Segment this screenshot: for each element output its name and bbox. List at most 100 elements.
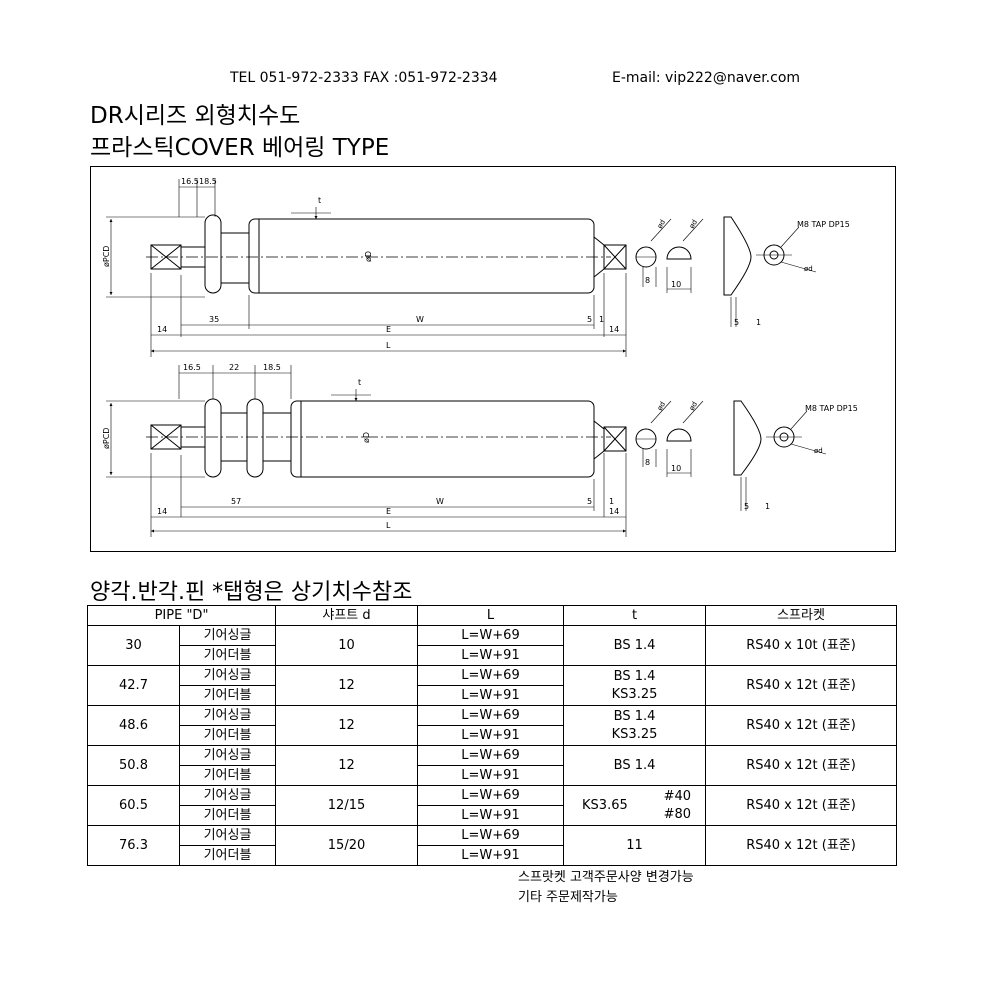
length-cell: L=W+69: [417, 825, 565, 846]
contact-email: E-mail: vip222@naver.com: [612, 70, 801, 86]
pipe-cell: 30: [87, 625, 180, 666]
gear-type-cell: 기어싱글: [178, 705, 277, 726]
col-header-pipe: PIPE "D": [86, 605, 277, 626]
page-subtitle: 프라스틱COVER 베어링 TYPE: [90, 135, 390, 161]
sprocket-cell: RS40 x 12t (표준): [705, 665, 898, 706]
thickness-cell: BS 1.4: [563, 745, 707, 786]
table-row: 50.8 기어싱글 12 L=W+69 BS 1.4 RS40 x 12t (표…: [87, 745, 898, 786]
dim-5-b: 5: [587, 497, 592, 506]
thickness-grade: #80: [663, 806, 692, 822]
length-cell: L=W+91: [417, 685, 565, 706]
cap-dim-5-b: 5: [744, 502, 749, 511]
shaft-cell: 12: [275, 745, 419, 786]
sprocket-cell: RS40 x 12t (표준): [705, 825, 898, 866]
dim-e-b: E: [386, 507, 391, 516]
shaft-dia-label-1: ød: [656, 218, 667, 230]
length-cell: L=W+69: [417, 745, 565, 766]
gear-type-cell: 기어싱글: [178, 625, 277, 646]
thickness-cell: BS 1.4: [563, 625, 707, 666]
page-title: DR시리즈 외형치수도: [90, 103, 301, 129]
col-header-shaft: 샤프트 d: [275, 605, 419, 626]
dim-5: 5: [587, 315, 592, 324]
thickness-grade: #40: [663, 788, 692, 804]
thickness-value: BS 1.4: [613, 708, 656, 724]
gear-type-cell: 기어더블: [178, 685, 277, 706]
dim-10-b: 10: [671, 464, 681, 473]
sprocket-cell: RS40 x 12t (표준): [705, 705, 898, 746]
thickness-value: BS 1.4: [613, 757, 656, 773]
pipe-cell: 60.5: [87, 785, 180, 826]
cap-dim-5: 5: [734, 318, 739, 327]
table-header-row: PIPE "D" 샤프트 d L t 스프라켓: [86, 605, 898, 626]
dim-18-5-b: 18.5: [263, 363, 281, 372]
length-cell: L=W+69: [417, 665, 565, 686]
note-custom-order: 기타 주문제작가능: [518, 890, 618, 905]
dim-l-b: L: [386, 521, 391, 530]
table-row: 60.5 기어싱글 12/15 L=W+69 KS3.65 #40#80 RS4…: [87, 785, 898, 826]
sprocket-cell: RS40 x 10t (표준): [705, 625, 898, 666]
table-row: 기어더블 L=W+91: [88, 805, 897, 826]
sprocket-cell: RS40 x 12t (표준): [705, 785, 898, 826]
gear-type-cell: 기어더블: [178, 765, 277, 786]
shaft-cell: 12: [275, 665, 419, 706]
table-row: 기어더블 L=W+91: [88, 645, 897, 666]
cap-dia-label-b: ød: [814, 447, 823, 455]
length-cell: L=W+69: [417, 785, 565, 806]
cap-dim-1-b: 1: [765, 502, 770, 511]
dim-1: 1: [599, 315, 604, 324]
cap-dim-1: 1: [756, 318, 761, 327]
pipe-cell: 76.3: [87, 825, 180, 866]
contact-phone-fax: TEL 051-972-2333 FAX :051-972-2334: [230, 70, 498, 86]
dimension-drawing: øPCD øD t 16.5 18.5 35 W 5 1 14 E 14 L: [90, 166, 896, 552]
length-cell: L=W+91: [417, 725, 565, 746]
length-cell: L=W+91: [417, 765, 565, 786]
dim-e: E: [386, 325, 391, 334]
thickness-value: KS3.65: [582, 797, 628, 813]
shaft-cell: 12/15: [275, 785, 419, 826]
dim-l: L: [386, 341, 391, 350]
pipe-diameter-label: øD: [364, 251, 373, 262]
thickness-label-2: t: [358, 378, 361, 387]
dim-w: W: [416, 315, 424, 324]
gear-type-cell: 기어더블: [178, 845, 277, 866]
dim-10: 10: [671, 280, 681, 289]
pipe-cell: 42.7: [87, 665, 180, 706]
thickness-value: KS3.25: [611, 686, 658, 702]
gear-type-cell: 기어싱글: [178, 825, 277, 846]
single-gear-view: øPCD øD t 16.5 18.5 35 W 5 1 14 E 14 L: [102, 177, 850, 357]
shaft-dia-label-4: ød: [688, 400, 699, 412]
shaft-cell: 10: [275, 625, 419, 666]
dim-w-b: W: [436, 497, 444, 506]
col-header-thickness: t: [563, 605, 707, 626]
pcd-label: øPCD: [102, 246, 111, 267]
thickness-value: 11: [626, 837, 643, 853]
gear-type-cell: 기어더블: [178, 805, 277, 826]
table-row: 76.3 기어싱글 15/20 L=W+69 11 RS40 x 12t (표준…: [87, 825, 898, 866]
shaft-dia-label-2: ød: [688, 218, 699, 230]
spec-table-title: 양각.반각.핀 *탭형은 상기치수참조: [90, 580, 413, 605]
tap-label-b: M8 TAP DP15: [805, 404, 858, 413]
table-row: 기어더블 L=W+91: [88, 725, 897, 746]
dim-35: 35: [209, 315, 219, 324]
dim-16-5: 16.5: [181, 177, 199, 186]
note-sprocket-custom: 스프랏켓 고객주문사양 변경가능: [518, 870, 694, 885]
dim-14-left-b: 14: [157, 507, 167, 516]
spec-table: PIPE "D" 샤프트 d L t 스프라켓 30 기어싱글 10 L=W+6…: [86, 605, 898, 866]
gear-type-cell: 기어싱글: [178, 665, 277, 686]
dim-8-b: 8: [645, 458, 650, 467]
shaft-dia-label-3: ød: [656, 400, 667, 412]
table-row: 기어더블 L=W+91: [88, 685, 897, 706]
dim-22: 22: [229, 363, 239, 372]
gear-type-cell: 기어더블: [178, 725, 277, 746]
length-cell: L=W+69: [417, 705, 565, 726]
double-gear-view: øPCD øD t 16.5 22 18.5 57 W 5 1 14 E 14 …: [102, 363, 858, 537]
shaft-cell: 15/20: [275, 825, 419, 866]
dim-14-right-b: 14: [609, 507, 619, 516]
thickness-label: t: [318, 196, 321, 205]
dim-14-right: 14: [609, 325, 619, 334]
dim-18-5: 18.5: [199, 177, 217, 186]
length-cell: L=W+91: [417, 805, 565, 826]
